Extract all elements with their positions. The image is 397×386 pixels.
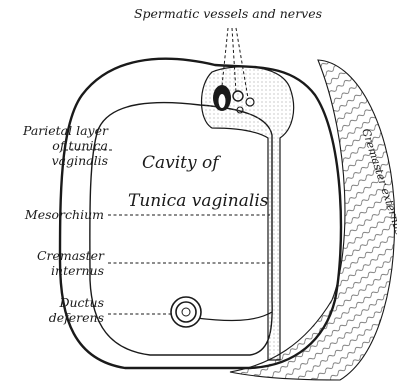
spermatic-vessel-lumen: [219, 94, 226, 108]
label-spermatic-vessels: Spermatic vessels and nerves: [134, 6, 322, 21]
label-parietal-layer-2: of tunica: [52, 138, 108, 153]
label-cremaster-internus: Cremaster: [37, 248, 105, 263]
label-cavity-2: Tunica vaginalis: [128, 191, 269, 211]
label-ductus-deferens-2: deferens: [49, 310, 104, 325]
ductus-stalk: [196, 312, 272, 320]
label-ductus-deferens: Ductus: [58, 295, 104, 310]
label-cavity-1: Cavity of: [142, 153, 221, 173]
label-cremaster-internus-2: internus: [51, 263, 104, 278]
label-mesorchium: Mesorchium: [24, 207, 104, 222]
mesorchium-band: [202, 67, 294, 360]
label-parietal-layer-3: vaginalis: [52, 153, 108, 168]
label-parietal-layer: Parietal layer: [22, 123, 109, 138]
